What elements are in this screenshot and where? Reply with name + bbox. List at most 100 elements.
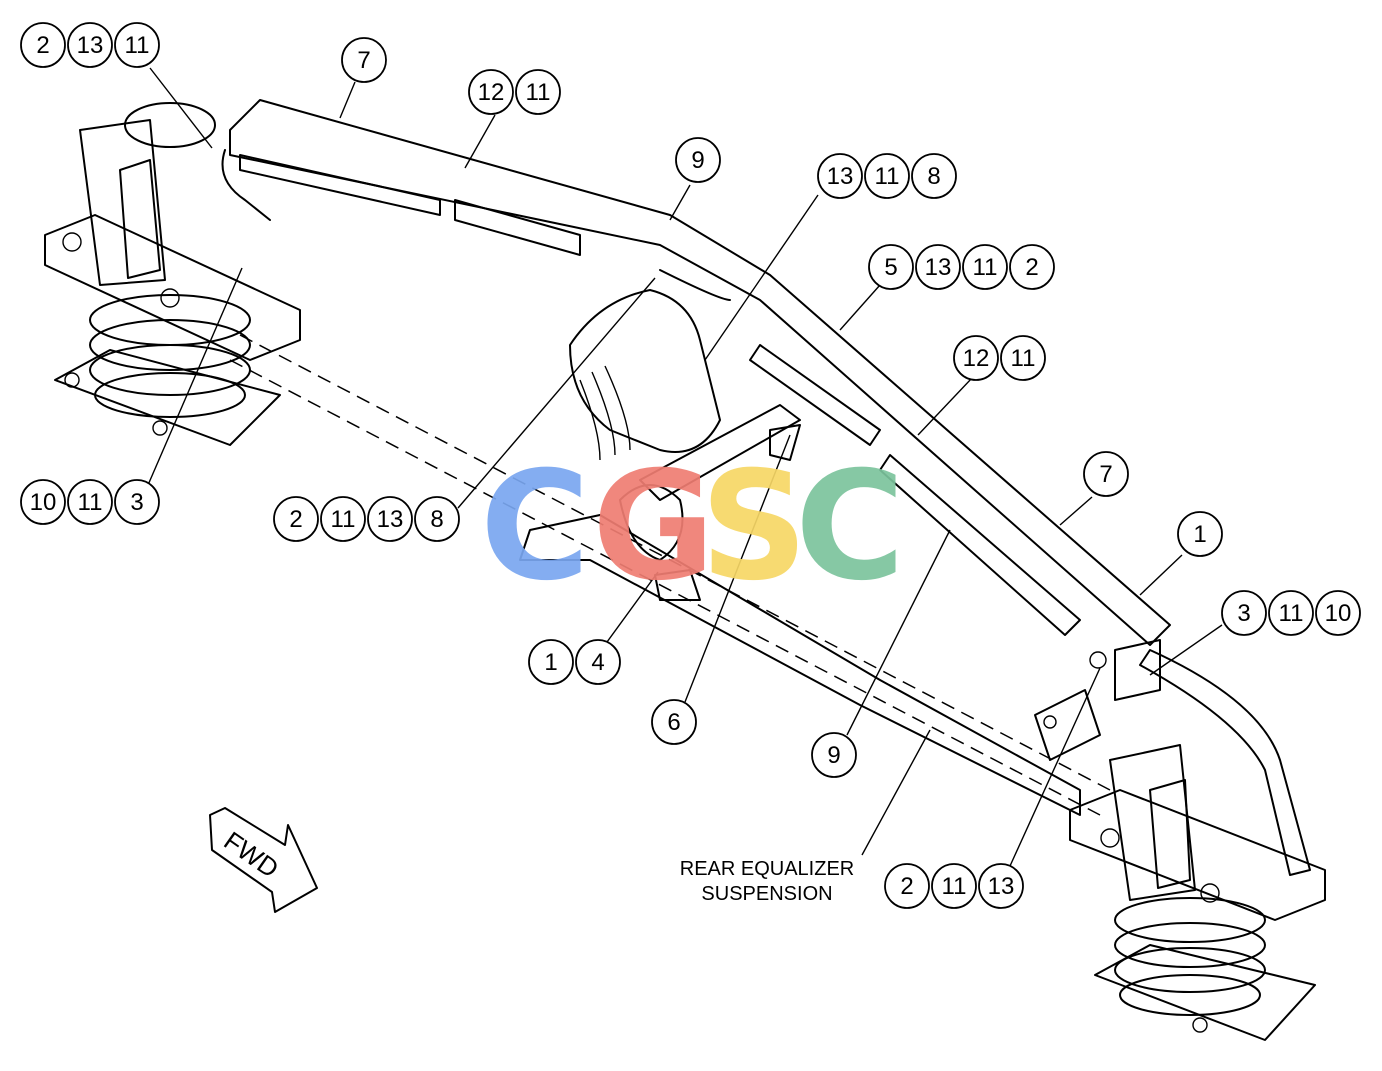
callout-c16: 2 11 13	[884, 863, 1024, 909]
callout-c4: 9	[675, 137, 721, 183]
callout-circle	[341, 37, 387, 83]
callout-circle	[414, 496, 460, 542]
callout-number: 11	[1011, 345, 1036, 372]
callout-circle	[320, 496, 366, 542]
callout-number: 11	[125, 32, 150, 59]
callout-number: 2	[1025, 254, 1038, 281]
callout-number: 2	[900, 873, 913, 900]
callout-number: 11	[875, 163, 900, 190]
callout-circle	[817, 153, 863, 199]
callout-circle	[1009, 244, 1055, 290]
callout-circle	[962, 244, 1008, 290]
callout-circle	[575, 639, 621, 685]
callout-circle	[864, 153, 910, 199]
callout-number: 6	[667, 709, 680, 736]
callout-c2: 7	[341, 37, 387, 83]
callout-circle	[1221, 590, 1267, 636]
callout-number: 11	[942, 873, 967, 900]
callout-c9: 2 11 13 8	[273, 496, 460, 542]
callout-c15: 9	[811, 732, 857, 778]
callout-c5: 13 11 8	[817, 153, 957, 199]
watermark: C G S C	[480, 440, 905, 614]
callout-number: 2	[36, 32, 49, 59]
callout-circle	[1315, 590, 1361, 636]
callout-number: 9	[827, 742, 840, 769]
callout-circle	[114, 479, 160, 525]
callout-number: 13	[988, 873, 1015, 900]
callout-circle	[528, 639, 574, 685]
watermark-letter-g: G	[592, 440, 715, 614]
callout-circle	[651, 699, 697, 745]
callout-number: 8	[927, 163, 940, 190]
caption-line-1: REAR EQUALIZER	[680, 858, 854, 880]
callout-number: 13	[925, 254, 952, 281]
callout-c11: 1	[1177, 511, 1223, 557]
callout-number: 11	[78, 489, 103, 516]
callout-circle	[953, 335, 999, 381]
callout-c3: 12 11	[468, 69, 561, 115]
callout-c10: 7	[1083, 451, 1129, 497]
callout-number: 11	[331, 506, 356, 533]
watermark-letter-c2: C	[795, 440, 905, 614]
callout-c7: 12 11	[953, 335, 1046, 381]
callout-number: 5	[884, 254, 897, 281]
callout-number: 3	[1237, 600, 1250, 627]
callout-number: 7	[1099, 461, 1112, 488]
callout-circle	[675, 137, 721, 183]
fwd-arrow: FWD	[209, 807, 318, 913]
callout-circle	[931, 863, 977, 909]
watermark-letter-s: S	[700, 440, 808, 614]
callout-number: 1	[544, 649, 557, 676]
fwd-label: FWD	[219, 825, 285, 884]
central-link-assembly	[569, 289, 801, 601]
callout-circle	[1268, 590, 1314, 636]
callout-circle	[978, 863, 1024, 909]
caption-line-2: SUSPENSION	[701, 883, 832, 905]
callout-number: 13	[827, 163, 854, 190]
callout-number: 1	[1193, 521, 1206, 548]
callout-circle	[114, 22, 160, 68]
upper-pipe-run	[221, 99, 1171, 646]
callout-c12: 3 11 10	[1221, 590, 1361, 636]
callout-number: 11	[526, 79, 551, 106]
callout-number: 4	[591, 649, 604, 676]
right-suspension-mount	[1034, 639, 1326, 1041]
callout-circle	[1000, 335, 1046, 381]
leader-lines	[147, 67, 1223, 867]
callout-circle	[915, 244, 961, 290]
callout-circle	[367, 496, 413, 542]
left-suspension-mount	[44, 102, 301, 446]
callout-circle	[20, 22, 66, 68]
caption: REAR EQUALIZER SUSPENSION	[680, 858, 854, 905]
callout-c8: 10 11 3	[20, 479, 160, 525]
callout-circle	[468, 69, 514, 115]
callout-number: 7	[357, 47, 370, 74]
callout-number: 11	[1279, 600, 1304, 627]
callout-circle	[273, 496, 319, 542]
callout-circle	[67, 479, 113, 525]
callout-circle	[67, 22, 113, 68]
callout-number: 12	[478, 79, 505, 106]
callout-circle	[1177, 511, 1223, 557]
callout-circle	[1083, 451, 1129, 497]
callout-number: 10	[1325, 600, 1352, 627]
callout-circle	[20, 479, 66, 525]
callout-circle	[868, 244, 914, 290]
callout-number: 9	[691, 147, 704, 174]
callout-circle	[811, 732, 857, 778]
callout-c14: 6	[651, 699, 697, 745]
callout-number: 8	[430, 506, 443, 533]
equalizer-beam	[229, 334, 1111, 816]
callout-number: 10	[30, 489, 57, 516]
callout-circle	[884, 863, 930, 909]
callout-number: 12	[963, 345, 990, 372]
callout-number: 3	[130, 489, 143, 516]
callout-number: 13	[377, 506, 404, 533]
callout-number: 2	[289, 506, 302, 533]
